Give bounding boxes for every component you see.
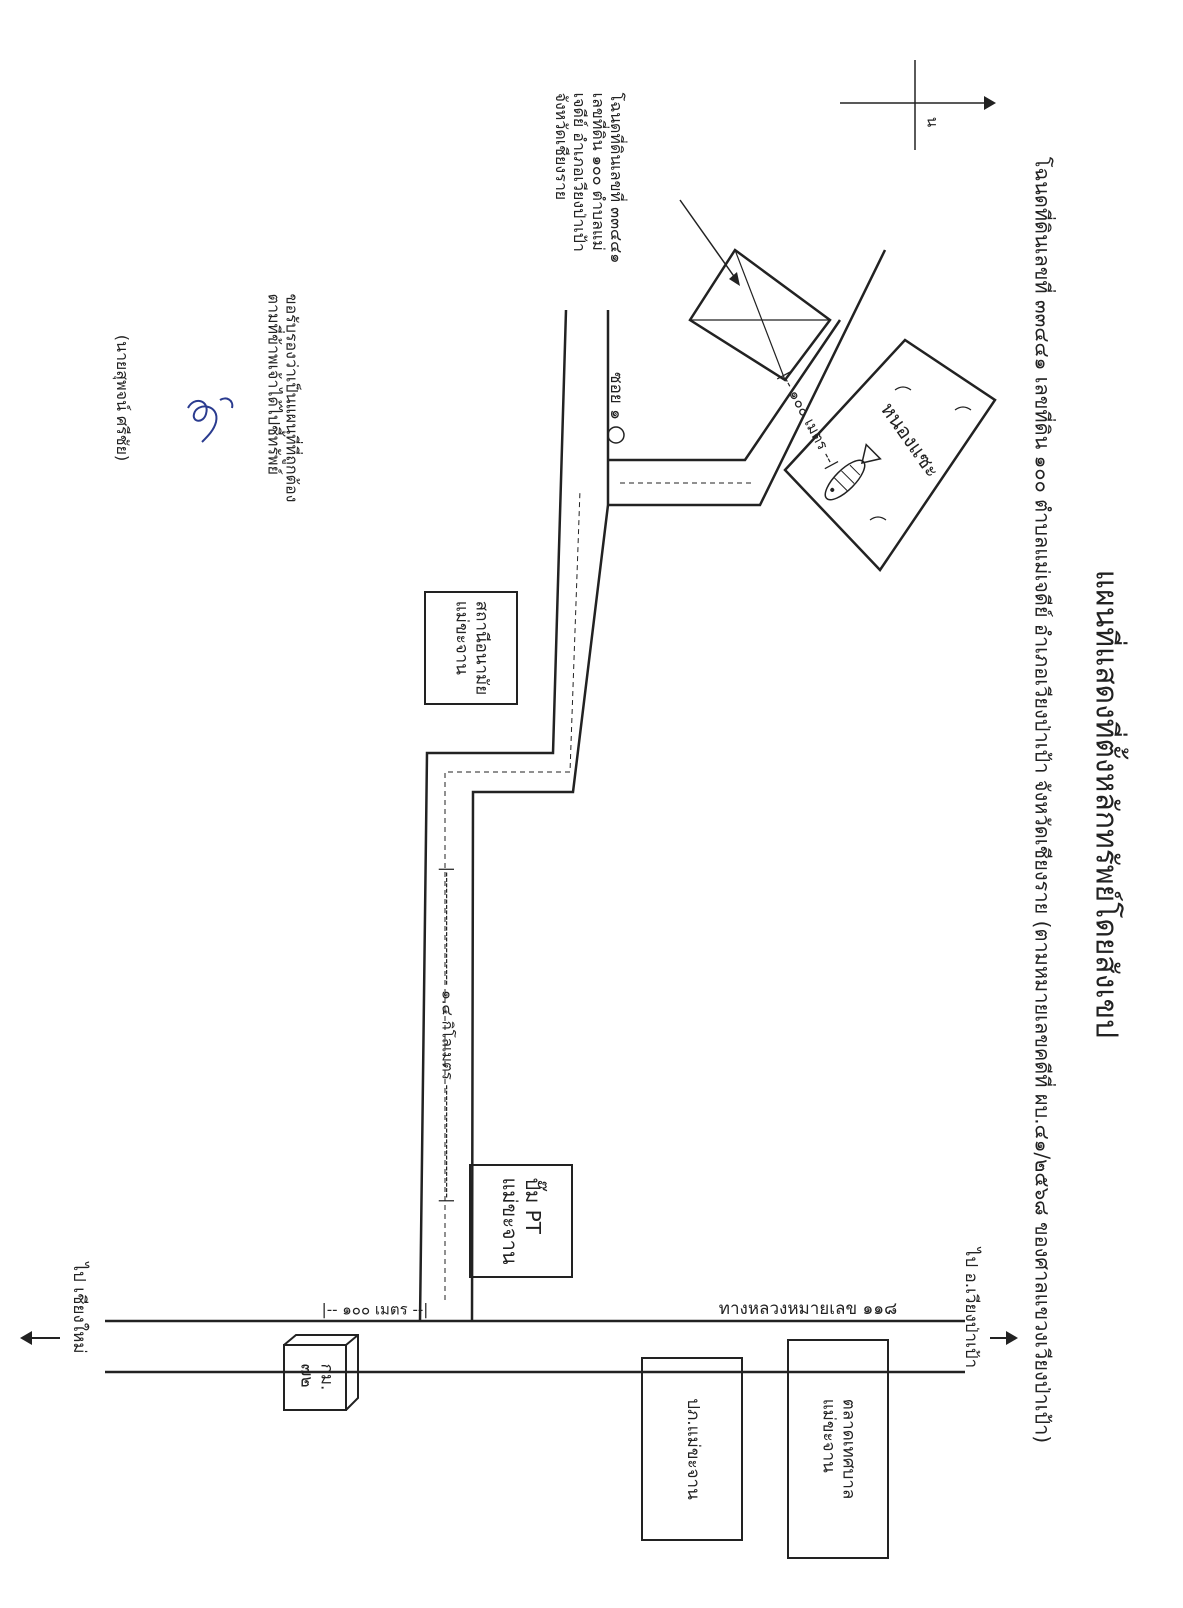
- km-marker-label: กม. ๗๒: [297, 1363, 337, 1391]
- soi-edge-lower: [608, 319, 842, 462]
- km-marker-box: [283, 1334, 359, 1411]
- soi-marker-circle: [607, 426, 625, 444]
- map-title: แผนที่แสดงที่ตั้งหลักทรัพย์โดยสังเขป: [1088, 569, 1124, 1039]
- signature-scribble: [187, 397, 234, 443]
- pond-wave-1: [894, 386, 912, 391]
- certify-note: ขอรับรองว่าเป็นแผนที่ที่ถูกต้อง ตามที่ข้…: [264, 293, 302, 503]
- road-distance-label: |--------------------- ๑.๔ กิโลเมตร ----…: [438, 866, 457, 1204]
- gas-station-box: [469, 1164, 573, 1278]
- soi-label: ซอย ๑: [605, 372, 626, 420]
- to-chiangmai-label: ไป เชียงใหม่: [68, 1262, 89, 1354]
- market-box: [787, 1339, 889, 1559]
- pond-wave-3: [869, 516, 887, 521]
- map-subtitle: โฉนดที่ดินเลขที่ ๓๓๔๔๑ เลขที่ดิน ๑๐๐ ตำบ…: [1030, 156, 1055, 1444]
- arrow-to-chiangmai-head: [20, 1331, 32, 1345]
- north-label: น: [923, 116, 942, 128]
- property-cross-b: [734, 249, 786, 381]
- property-note: โฉนดที่ดินเลขที่ ๓๓๔๔๑ เลขที่ดิน ๑๐๐ ตำบ…: [551, 92, 626, 264]
- property-pointer: [679, 199, 739, 283]
- side-road-edge-upper: [418, 309, 568, 1322]
- gas-station-label: ปั๊ม PT แม่ขะจาน: [498, 1177, 545, 1265]
- soi-edge-upper: [608, 249, 887, 507]
- property-pointer-head: [729, 272, 740, 286]
- police-box: [641, 1357, 743, 1541]
- market-label: ตลาดเทศบาล แม่ขะจาน: [819, 1398, 859, 1500]
- fish-icon: [824, 443, 882, 501]
- arrow-to-wiang-head: [1006, 1331, 1018, 1345]
- health-station-box: [424, 591, 518, 705]
- to-wiang-label: ไป อ.เวียงป่าเป้า: [960, 1247, 981, 1369]
- highway-label: ทางหลวงหมายเลข ๑๑๘: [718, 1299, 898, 1320]
- side-road-edge-lower: [470, 310, 610, 1322]
- pond-wave-2: [954, 406, 972, 411]
- health-station-label: สถานีอนามัย แม่ขะจาน: [452, 600, 492, 696]
- highway-distance-label: |-- ๑๐๐ เมตร --|: [321, 1300, 429, 1319]
- north-arrow-head: [984, 96, 996, 110]
- police-label: ปภ.แม่ขะจาน: [682, 1398, 703, 1500]
- signer-name: (นายสุพจน์ ศรีชัย): [113, 334, 133, 462]
- side-road-centerline: [444, 489, 581, 1300]
- pond-box: [783, 338, 997, 572]
